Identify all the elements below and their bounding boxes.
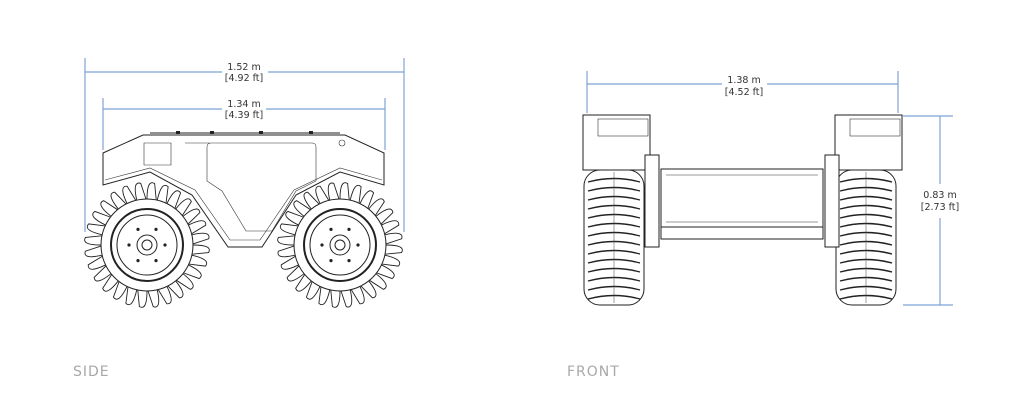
tire-sidewall bbox=[100, 198, 194, 292]
hub-center bbox=[334, 239, 346, 251]
hub bbox=[136, 234, 158, 256]
height-metric: 0.83 m bbox=[923, 190, 956, 201]
overall-length-dimension: 1.52 m [4.92 ft] bbox=[84, 58, 405, 232]
wheel-module-left bbox=[582, 114, 660, 306]
rim bbox=[110, 208, 184, 282]
housing-panel bbox=[597, 118, 649, 137]
lug-nut bbox=[163, 243, 167, 247]
overall-width-metric: 1.38 m bbox=[727, 75, 760, 86]
wheel-front bbox=[84, 182, 210, 308]
body-length-metric: 1.34 m bbox=[227, 99, 260, 110]
height-imperial: [2.73 ft] bbox=[921, 202, 960, 213]
tire-sidewall bbox=[293, 198, 387, 292]
lug-nut bbox=[347, 258, 351, 263]
rim-inner bbox=[309, 214, 371, 276]
rim-inner bbox=[116, 214, 178, 276]
lug-nut bbox=[136, 227, 140, 232]
robot-body-side bbox=[102, 131, 385, 248]
rim bbox=[303, 208, 377, 282]
lug-nut bbox=[347, 227, 351, 232]
side-view-drawing: 1.52 m [4.92 ft] 1.34 m [4.39 ft] bbox=[84, 58, 405, 308]
drive-plate bbox=[644, 154, 660, 248]
overall-length-imperial: [4.92 ft] bbox=[225, 73, 264, 84]
lug-nut bbox=[320, 243, 324, 247]
lug-nut bbox=[154, 227, 158, 232]
front-view-drawing: 1.38 m [4.52 ft] 0.83 m [2.73 ft] bbox=[582, 71, 960, 306]
tire-tread bbox=[277, 182, 403, 308]
side-view-label: SIDE bbox=[73, 364, 110, 380]
height-dimension: 0.83 m [2.73 ft] bbox=[903, 115, 960, 306]
wheel-module-right bbox=[824, 114, 903, 306]
drive-plate bbox=[824, 154, 840, 248]
lug-nut bbox=[329, 258, 333, 263]
body-length-dimension: 1.34 m [4.39 ft] bbox=[102, 98, 386, 150]
lug-nut bbox=[136, 258, 140, 263]
housing-panel bbox=[849, 118, 901, 137]
wheel-rear bbox=[277, 182, 403, 308]
lug-nut bbox=[127, 243, 131, 247]
lug-nut bbox=[329, 227, 333, 232]
side-wheels bbox=[84, 182, 403, 308]
overall-width-imperial: [4.52 ft] bbox=[725, 87, 764, 98]
motor-housing bbox=[834, 114, 903, 171]
body-length-imperial: [4.39 ft] bbox=[225, 110, 264, 121]
hub bbox=[329, 234, 351, 256]
hub-center bbox=[141, 239, 153, 251]
overall-length-metric: 1.52 m bbox=[227, 62, 260, 73]
tire-tread bbox=[84, 182, 210, 308]
front-wheel-modules bbox=[582, 114, 903, 306]
motor-housing bbox=[582, 114, 651, 171]
lug-nut bbox=[356, 243, 360, 247]
chassis-front bbox=[660, 168, 824, 240]
overall-width-dimension: 1.38 m [4.52 ft] bbox=[586, 71, 899, 113]
lug-nut bbox=[154, 258, 158, 263]
front-view-label: FRONT bbox=[567, 364, 620, 380]
